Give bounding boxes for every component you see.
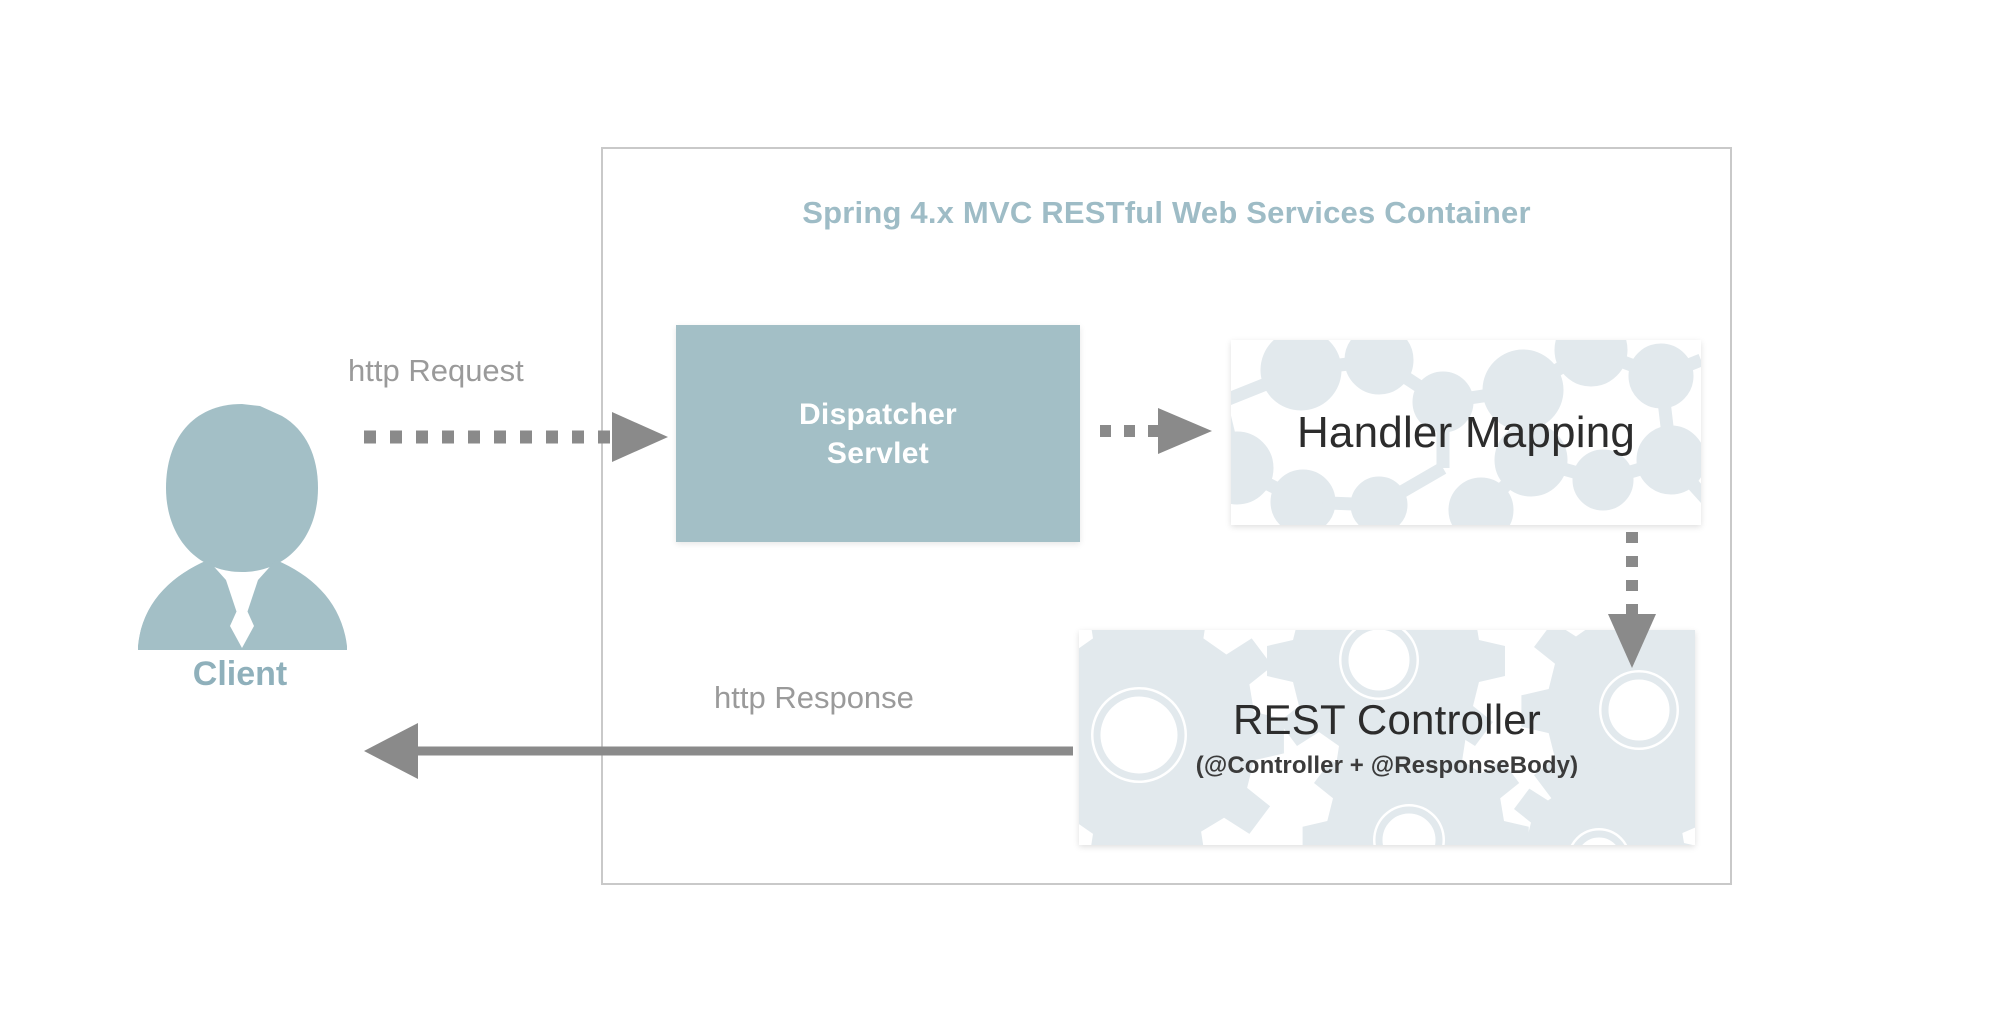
dispatcher-line-1: Dispatcher [798,397,958,431]
dispatcher-servlet-node[interactable]: Dispatcher Servlet [676,325,1080,542]
client-actor: Client [110,400,370,740]
rest-controller-subtitle: (@Controller + @ResponseBody) [1195,751,1579,779]
dispatcher-line-2: Servlet [826,436,930,470]
molecule-network-pattern [1231,340,1701,525]
person-user-icon [130,400,355,650]
handler-mapping-node[interactable]: Handler Mapping [1231,340,1701,525]
container-title: Spring 4.x MVC RESTful Web Services Cont… [802,195,1531,230]
rest-controller-node[interactable]: REST Controller (@Controller + @Response… [1079,630,1695,845]
http-request-label: http Request [348,353,524,388]
gear-cog-pattern [1079,630,1695,845]
client-label: Client [192,655,288,693]
rest-controller-title: REST Controller [1233,695,1541,743]
dispatcher-servlet-label: Dispatcher Servlet [799,395,957,473]
rest-controller-labels: REST Controller (@Controller + @Response… [1079,630,1695,845]
handler-mapping-label: Handler Mapping [1296,407,1636,457]
http-response-label: http Response [714,680,914,715]
